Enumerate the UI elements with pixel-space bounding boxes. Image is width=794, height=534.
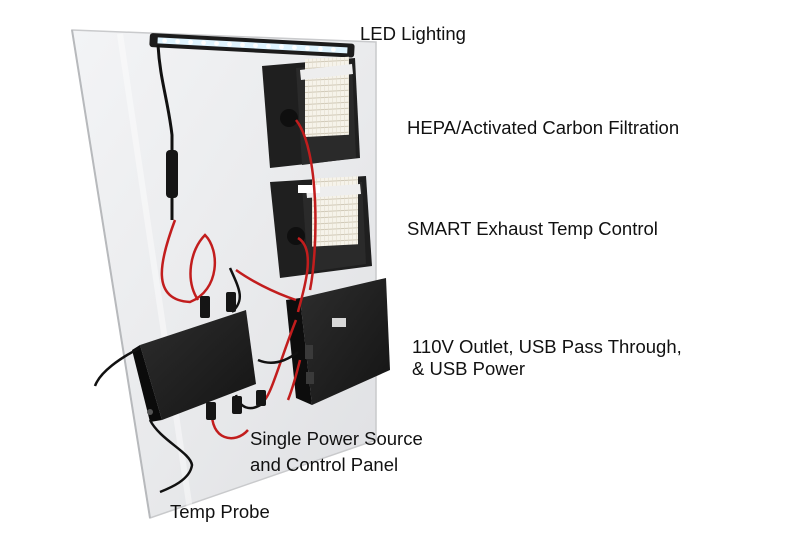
label-smart-exhaust: SMART Exhaust Temp Control xyxy=(407,218,658,239)
cable-plugs xyxy=(200,292,266,420)
label-power-line1: Single Power Source xyxy=(250,428,423,449)
label-temp-probe: Temp Probe xyxy=(170,501,270,522)
label-led-lighting: LED Lighting xyxy=(360,23,466,44)
outlet-box xyxy=(286,278,390,405)
hepa-filter-unit xyxy=(262,56,360,168)
led-cable xyxy=(156,44,174,220)
label-power-line2: and Control Panel xyxy=(250,454,399,475)
label-hepa-filtration: HEPA/Activated Carbon Filtration xyxy=(407,117,680,138)
exhaust-fan-unit xyxy=(270,176,372,278)
control-panel-box xyxy=(132,310,256,422)
inline-connector xyxy=(166,150,178,198)
led-strip xyxy=(149,33,355,58)
label-outlet-line2: & USB Power xyxy=(412,358,526,379)
label-outlet-line1: 110V Outlet, USB Pass Through, xyxy=(412,336,682,357)
